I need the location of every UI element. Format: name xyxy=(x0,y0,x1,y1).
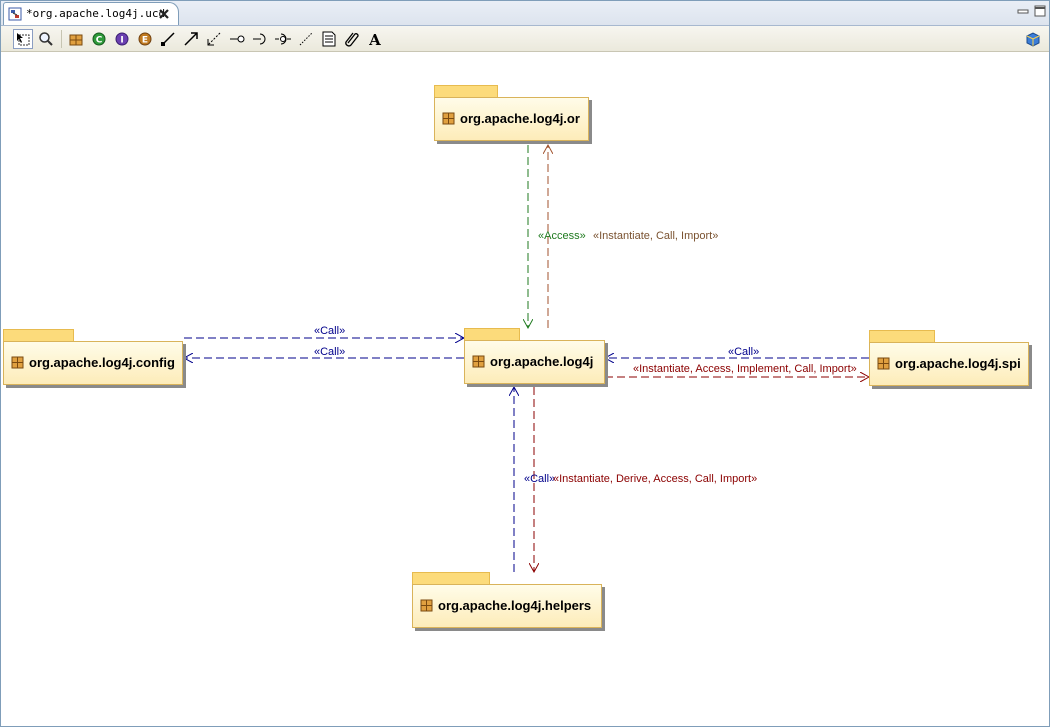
lollipop-icon xyxy=(230,35,245,43)
select-tool[interactable] xyxy=(13,29,33,49)
svg-text:I: I xyxy=(120,36,123,46)
editor-tab[interactable]: *org.apache.log4j.ucd xyxy=(3,2,179,25)
note-tool[interactable] xyxy=(319,29,339,49)
dependency-label-call: «Call» xyxy=(314,325,346,337)
assembly-tool[interactable] xyxy=(273,29,293,49)
package-icon xyxy=(420,599,433,612)
package-org-apache-log4j-or[interactable]: org.apache.log4j.or xyxy=(434,85,589,145)
association-tool[interactable] xyxy=(158,29,178,49)
package-tab xyxy=(434,85,498,97)
dependency-icon xyxy=(207,32,221,46)
package-name: org.apache.log4j.or xyxy=(460,111,580,126)
package-name: org.apache.log4j xyxy=(490,354,594,369)
perspective-button[interactable] xyxy=(1023,29,1043,49)
package-icon xyxy=(69,34,83,46)
class-icon: C xyxy=(92,32,106,46)
select-icon xyxy=(17,33,30,46)
package-icon xyxy=(442,112,455,125)
maximize-icon[interactable] xyxy=(1034,5,1046,17)
magnifier-icon xyxy=(39,32,53,46)
package-body: org.apache.log4j xyxy=(464,340,605,384)
package-tab xyxy=(3,329,74,341)
svg-text:E: E xyxy=(142,36,148,46)
package-name: org.apache.log4j.helpers xyxy=(438,598,592,613)
package-body: org.apache.log4j.spi xyxy=(869,342,1029,386)
package-icon xyxy=(472,355,485,368)
dependency-label-instantiate-call-import: «Instantiate, Call, Import» xyxy=(593,230,719,242)
paperclip-icon xyxy=(345,32,359,47)
svg-text:A: A xyxy=(368,31,381,47)
dependency-label-instantiate-derive-access-call-import: «Instantiate, Derive, Access, Call, Impo… xyxy=(553,473,758,485)
svg-text:C: C xyxy=(96,36,103,46)
package-org-apache-log4j-helpers[interactable]: org.apache.log4j.helpers xyxy=(412,572,602,632)
dependency-label-call: «Call» xyxy=(314,346,346,358)
note-link-icon xyxy=(299,32,313,46)
editor-tab-bar: *org.apache.log4j.ucd xyxy=(1,1,1049,26)
class-diagram-icon xyxy=(8,7,22,21)
zoom-tool[interactable] xyxy=(36,29,56,49)
dependency-label-access: «Access» xyxy=(538,230,586,242)
enum-icon: E xyxy=(138,32,152,46)
text-icon: A xyxy=(368,31,381,47)
package-body: org.apache.log4j.or xyxy=(434,97,589,141)
text-tool[interactable]: A xyxy=(365,29,385,49)
package-body: org.apache.log4j.config xyxy=(3,341,183,385)
association-icon xyxy=(161,32,175,46)
package-tab xyxy=(869,330,935,342)
editor-tab-title: *org.apache.log4j.ucd xyxy=(26,7,166,20)
package-name: org.apache.log4j.spi xyxy=(895,356,1021,371)
package-explorer-icon xyxy=(1026,32,1040,47)
package-body: org.apache.log4j.helpers xyxy=(412,584,602,628)
package-icon xyxy=(11,356,24,369)
directed-association-tool[interactable] xyxy=(181,29,201,49)
dependency-wires xyxy=(1,52,1049,726)
assembly-icon xyxy=(275,33,291,45)
package-name: org.apache.log4j.config xyxy=(29,355,175,370)
socket-tool[interactable] xyxy=(250,29,270,49)
dependency-label-call: «Call» xyxy=(728,346,760,358)
dependency-label-instantiate-access-implement-call-import: «Instantiate, Access, Implement, Call, I… xyxy=(633,363,857,375)
lollipop-tool[interactable] xyxy=(227,29,247,49)
close-icon[interactable] xyxy=(158,8,170,20)
interface-tool[interactable]: I xyxy=(112,29,132,49)
package-tool[interactable] xyxy=(66,29,86,49)
note-icon xyxy=(322,31,336,47)
diagram-canvas[interactable]: org.apache.log4j.or org.apache.log4j xyxy=(1,52,1049,726)
package-tab xyxy=(464,328,520,340)
enum-tool[interactable]: E xyxy=(135,29,155,49)
interface-icon: I xyxy=(115,32,129,46)
toolbar-separator xyxy=(61,30,62,48)
minimize-icon[interactable] xyxy=(1017,5,1029,17)
package-org-apache-log4j-spi[interactable]: org.apache.log4j.spi xyxy=(869,330,1029,390)
note-link-tool[interactable] xyxy=(296,29,316,49)
class-tool[interactable]: C xyxy=(89,29,109,49)
package-org-apache-log4j-config[interactable]: org.apache.log4j.config xyxy=(3,329,183,389)
socket-icon xyxy=(253,33,266,45)
dependency-tool[interactable] xyxy=(204,29,224,49)
constraint-tool[interactable] xyxy=(342,29,362,49)
diagram-toolbar: C I E xyxy=(1,26,1049,52)
package-tab xyxy=(412,572,490,584)
directed-association-icon xyxy=(184,32,198,46)
dependency-label-call: «Call» xyxy=(524,473,556,485)
package-icon xyxy=(877,357,890,370)
package-org-apache-log4j[interactable]: org.apache.log4j xyxy=(464,328,605,388)
